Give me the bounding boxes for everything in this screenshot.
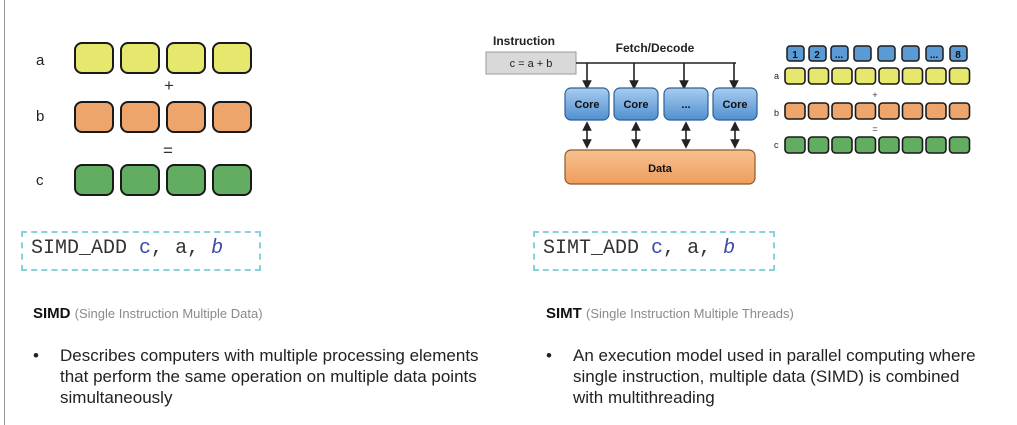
simt-a-element	[948, 67, 971, 85]
core-label: ...	[681, 99, 690, 111]
code-src2: b	[211, 237, 224, 260]
row-label-a: a	[774, 71, 779, 81]
bullet-point: •	[546, 346, 552, 365]
simt-a-element	[831, 67, 853, 85]
simt-b-element	[831, 102, 853, 120]
simt-c-element	[854, 136, 877, 154]
simd-heading: SIMD (Single Instruction Multiple Data)	[33, 305, 263, 322]
data-label: Data	[648, 163, 673, 175]
simt-c-element	[807, 136, 830, 154]
simt-data-rows	[784, 67, 971, 154]
simt-b-element	[854, 102, 877, 120]
plus-operator: +	[872, 90, 877, 100]
code-src1: a	[175, 237, 188, 260]
simt-a-element	[854, 67, 877, 85]
simd-a-element	[166, 42, 206, 74]
simd-add-code: SIMD_ADD c, a, b	[21, 231, 261, 271]
code-src2: b	[723, 237, 736, 260]
simt-b-element	[901, 102, 924, 120]
simt-title: SIMT	[546, 305, 582, 322]
core-box	[613, 87, 659, 121]
code-dst: c	[651, 237, 664, 260]
bullet-point: •	[33, 346, 39, 365]
simd-a-element	[120, 42, 160, 74]
simt-bullet-text: An execution model used in parallel comp…	[573, 346, 976, 407]
simt-c-element	[948, 136, 971, 154]
code-src1: a	[687, 237, 700, 260]
simd-c-element	[166, 164, 206, 196]
instruction-expr: c = a + b	[510, 58, 553, 70]
core-label: Core	[574, 99, 599, 111]
simd-c-element	[74, 164, 114, 196]
plus-operator: +	[164, 76, 174, 95]
row-label-c: c	[774, 140, 779, 150]
row-label-a: a	[36, 52, 45, 69]
simd-title: SIMD	[33, 305, 71, 322]
thread-id-row: 1 2 ... ... 8	[786, 45, 968, 62]
thread-id: ...	[930, 50, 939, 61]
thread-id: ...	[835, 50, 844, 61]
core-box	[663, 87, 709, 121]
equals-operator: =	[872, 124, 877, 134]
code-dst: c	[139, 237, 152, 260]
simt-b-element	[948, 102, 971, 120]
simd-c-element	[120, 164, 160, 196]
thread-id: 1	[792, 50, 798, 61]
row-label-b: b	[36, 108, 45, 125]
simt-b-element	[807, 102, 830, 120]
simt-b-element	[784, 102, 806, 120]
simt-c-element	[831, 136, 853, 154]
row-label-b: b	[774, 108, 779, 118]
simd-a-element	[212, 42, 252, 74]
simt-a-element	[807, 67, 830, 85]
simt-b-element	[878, 102, 900, 120]
simt-a-element	[901, 67, 924, 85]
simd-bullet-text: Describes computers with multiple proces…	[60, 346, 479, 407]
simd-c-element	[212, 164, 252, 196]
equals-operator: =	[163, 141, 173, 160]
simt-subtitle: (Single Instruction Multiple Threads)	[586, 306, 794, 321]
simd-a-element	[74, 42, 114, 74]
core-box	[712, 87, 758, 121]
simd-b-element	[74, 101, 114, 133]
simd-b-element	[212, 101, 252, 133]
simt-heading: SIMT (Single Instruction Multiple Thread…	[546, 305, 794, 322]
simt-a-element	[878, 67, 900, 85]
fetch-decode-label: Fetch/Decode	[616, 41, 695, 55]
simt-a-element	[784, 67, 806, 85]
thread-id: 8	[955, 50, 961, 61]
instruction-label: Instruction	[493, 34, 555, 48]
core-label: Core	[722, 99, 747, 111]
code-op: SIMT_ADD	[543, 237, 640, 260]
data-box	[564, 149, 756, 185]
simd-subtitle: (Single Instruction Multiple Data)	[74, 306, 263, 321]
row-label-c: c	[36, 172, 44, 189]
simd-b-element	[120, 101, 160, 133]
code-op: SIMD_ADD	[31, 237, 128, 260]
simt-c-element	[878, 136, 900, 154]
core-box	[564, 87, 610, 121]
simt-c-element	[901, 136, 924, 154]
simt-c-element	[925, 136, 947, 154]
core-label: Core	[623, 99, 648, 111]
simt-a-element	[925, 67, 947, 85]
simt-add-code: SIMT_ADD c, a, b	[533, 231, 775, 271]
simt-c-element	[784, 136, 806, 154]
simt-b-element	[925, 102, 947, 120]
thread-id: 2	[814, 50, 820, 61]
simd-b-element	[166, 101, 206, 133]
simt-architecture-svg: Instruction c = a + b Fetch/Decode Core …	[485, 34, 971, 185]
left-border-line	[4, 0, 5, 425]
